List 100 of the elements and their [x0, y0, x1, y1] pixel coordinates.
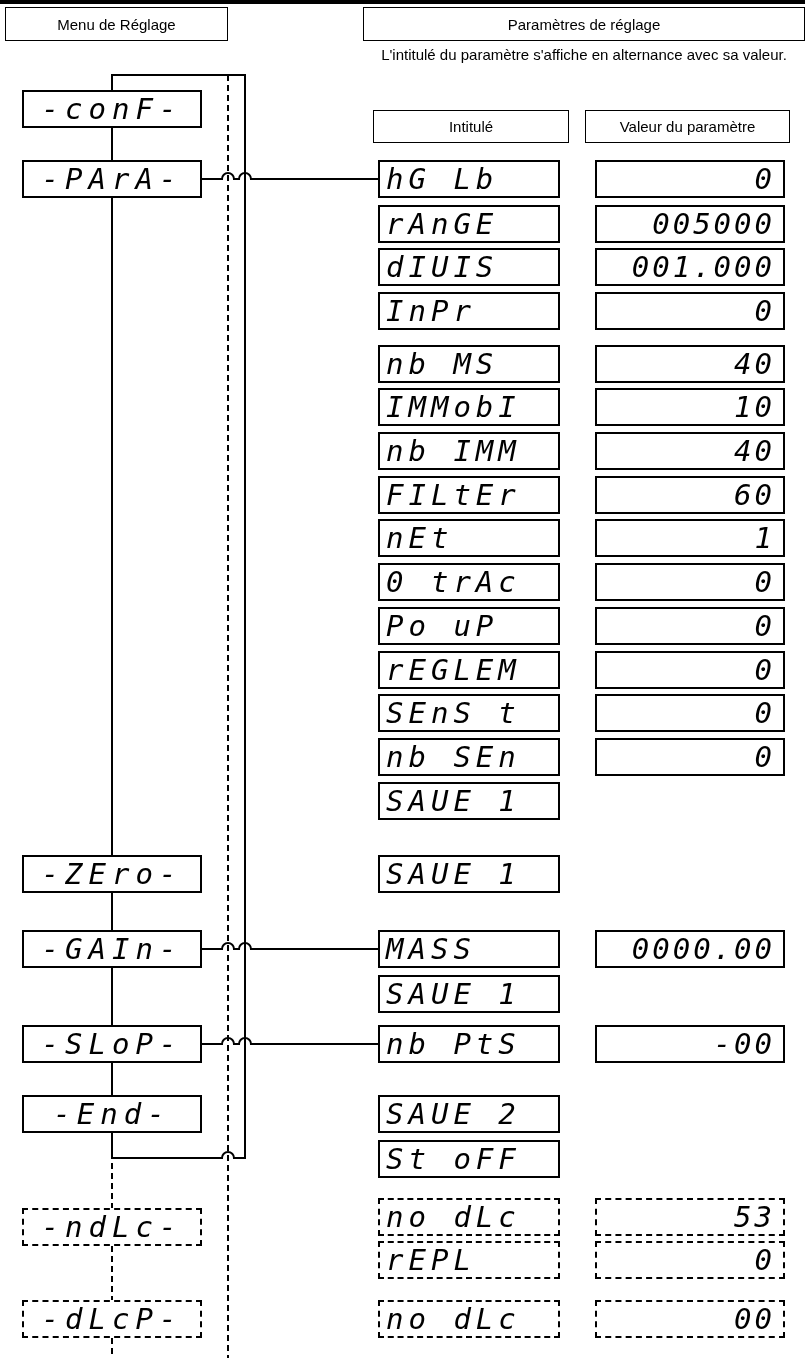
- display-text: 1: [754, 523, 775, 553]
- parameter-display: [378, 855, 560, 893]
- display-text: -00: [713, 1029, 775, 1059]
- value-display: [595, 476, 785, 514]
- parameter-display: [378, 1300, 560, 1338]
- connector-line: [111, 1245, 113, 1301]
- header-text: Paramètres de réglage: [507, 15, 661, 33]
- display-text: 60: [734, 480, 775, 510]
- menu-display: [22, 90, 202, 128]
- connector-line: [111, 892, 113, 931]
- value-display: [595, 432, 785, 470]
- connector-line: [111, 74, 246, 1159]
- parameter-display: [378, 1198, 560, 1236]
- display-text: 0: [754, 164, 775, 194]
- display-text: 0: [754, 567, 775, 597]
- display-text: -ndLc-: [41, 1212, 183, 1242]
- display-text: 10: [734, 392, 775, 422]
- display-text: nb SEn: [386, 742, 521, 772]
- display-text: -GAIn-: [41, 934, 183, 964]
- value-display: [595, 1300, 785, 1338]
- connector-line: [201, 172, 379, 180]
- value-display: [595, 694, 785, 732]
- parameter-display: [378, 651, 560, 689]
- parameter-display: [378, 930, 560, 968]
- value-display: [595, 1241, 785, 1279]
- display-text: nb PtS: [386, 1029, 521, 1059]
- display-text: SAUE 1: [386, 859, 521, 889]
- parameter-display: [378, 519, 560, 557]
- display-text: InPr: [386, 296, 476, 326]
- connector-line: [111, 197, 113, 856]
- connector-line: [111, 127, 113, 161]
- value-display: [595, 205, 785, 243]
- menu-display: [22, 1025, 202, 1063]
- value-display: [595, 292, 785, 330]
- menu-display: [22, 160, 202, 198]
- display-text: hG Lb: [386, 164, 499, 194]
- display-text: rEGLEM: [386, 655, 521, 685]
- display-text: SAUE 1: [386, 979, 521, 1009]
- value-display: [595, 160, 785, 198]
- display-text: rEPL: [386, 1245, 476, 1275]
- value-display: [595, 1198, 785, 1236]
- display-text: 0: [754, 296, 775, 326]
- menu-display: [22, 1208, 202, 1246]
- header-text: Intitulé: [448, 118, 494, 135]
- connector-line: [201, 942, 379, 950]
- menu-display: [22, 1300, 202, 1338]
- connector-line: [201, 1037, 379, 1045]
- display-text: 0: [754, 655, 775, 685]
- display-text: 40: [734, 436, 775, 466]
- display-text: -SLoP-: [41, 1029, 183, 1059]
- header-box: [363, 7, 805, 41]
- parameter-display: [378, 388, 560, 426]
- display-text: 00: [734, 1304, 775, 1334]
- display-text: dIUIS: [386, 252, 499, 282]
- note-text: L'intitulé du paramètre s'affiche en alternance avec sa valeur.: [380, 46, 788, 64]
- parameter-display: [378, 563, 560, 601]
- parameter-display: [378, 607, 560, 645]
- parameter-display: [378, 160, 560, 198]
- display-text: no dLc: [386, 1304, 521, 1334]
- display-text: 0: [754, 611, 775, 641]
- display-text: 0000.00: [631, 934, 775, 964]
- display-text: SAUE 1: [386, 786, 521, 816]
- parameter-display: [378, 205, 560, 243]
- connector-line: [111, 1132, 113, 1209]
- display-text: SEnS t: [386, 698, 521, 728]
- value-display: [595, 1025, 785, 1063]
- display-text: nb IMM: [386, 436, 521, 466]
- menu-display: [22, 855, 202, 893]
- display-text: -dLcP-: [41, 1304, 183, 1334]
- connector-line: [111, 1062, 113, 1096]
- parameter-display: [378, 1095, 560, 1133]
- display-text: 0: [754, 742, 775, 772]
- parameter-display: [378, 975, 560, 1013]
- parameter-display: [378, 782, 560, 820]
- display-text: MASS: [386, 934, 476, 964]
- display-text: 001.000: [631, 252, 775, 282]
- parameter-display: [378, 738, 560, 776]
- display-text: 0: [754, 1245, 775, 1275]
- header-text: Menu de Réglage: [57, 15, 176, 33]
- parameter-display: [378, 476, 560, 514]
- display-text: Po uP: [386, 611, 499, 641]
- value-display: [595, 248, 785, 286]
- display-text: -ZEro-: [41, 859, 183, 889]
- display-text: nEt: [386, 523, 454, 553]
- display-text: nb MS: [386, 349, 499, 379]
- value-display: [595, 930, 785, 968]
- value-display: [595, 388, 785, 426]
- display-text: St oFF: [386, 1144, 521, 1174]
- header-box: [5, 7, 228, 41]
- header-text: Valeur du paramètre: [619, 118, 756, 135]
- value-display: [595, 651, 785, 689]
- display-text: FILtEr: [386, 480, 521, 510]
- value-display: [595, 519, 785, 557]
- parameter-display: [378, 345, 560, 383]
- display-text: -PArA-: [41, 164, 183, 194]
- parameter-display: [378, 694, 560, 732]
- display-text: 0 trAc: [386, 567, 521, 597]
- display-text: 40: [734, 349, 775, 379]
- display-text: 0: [754, 698, 775, 728]
- connector-line: [111, 967, 113, 1026]
